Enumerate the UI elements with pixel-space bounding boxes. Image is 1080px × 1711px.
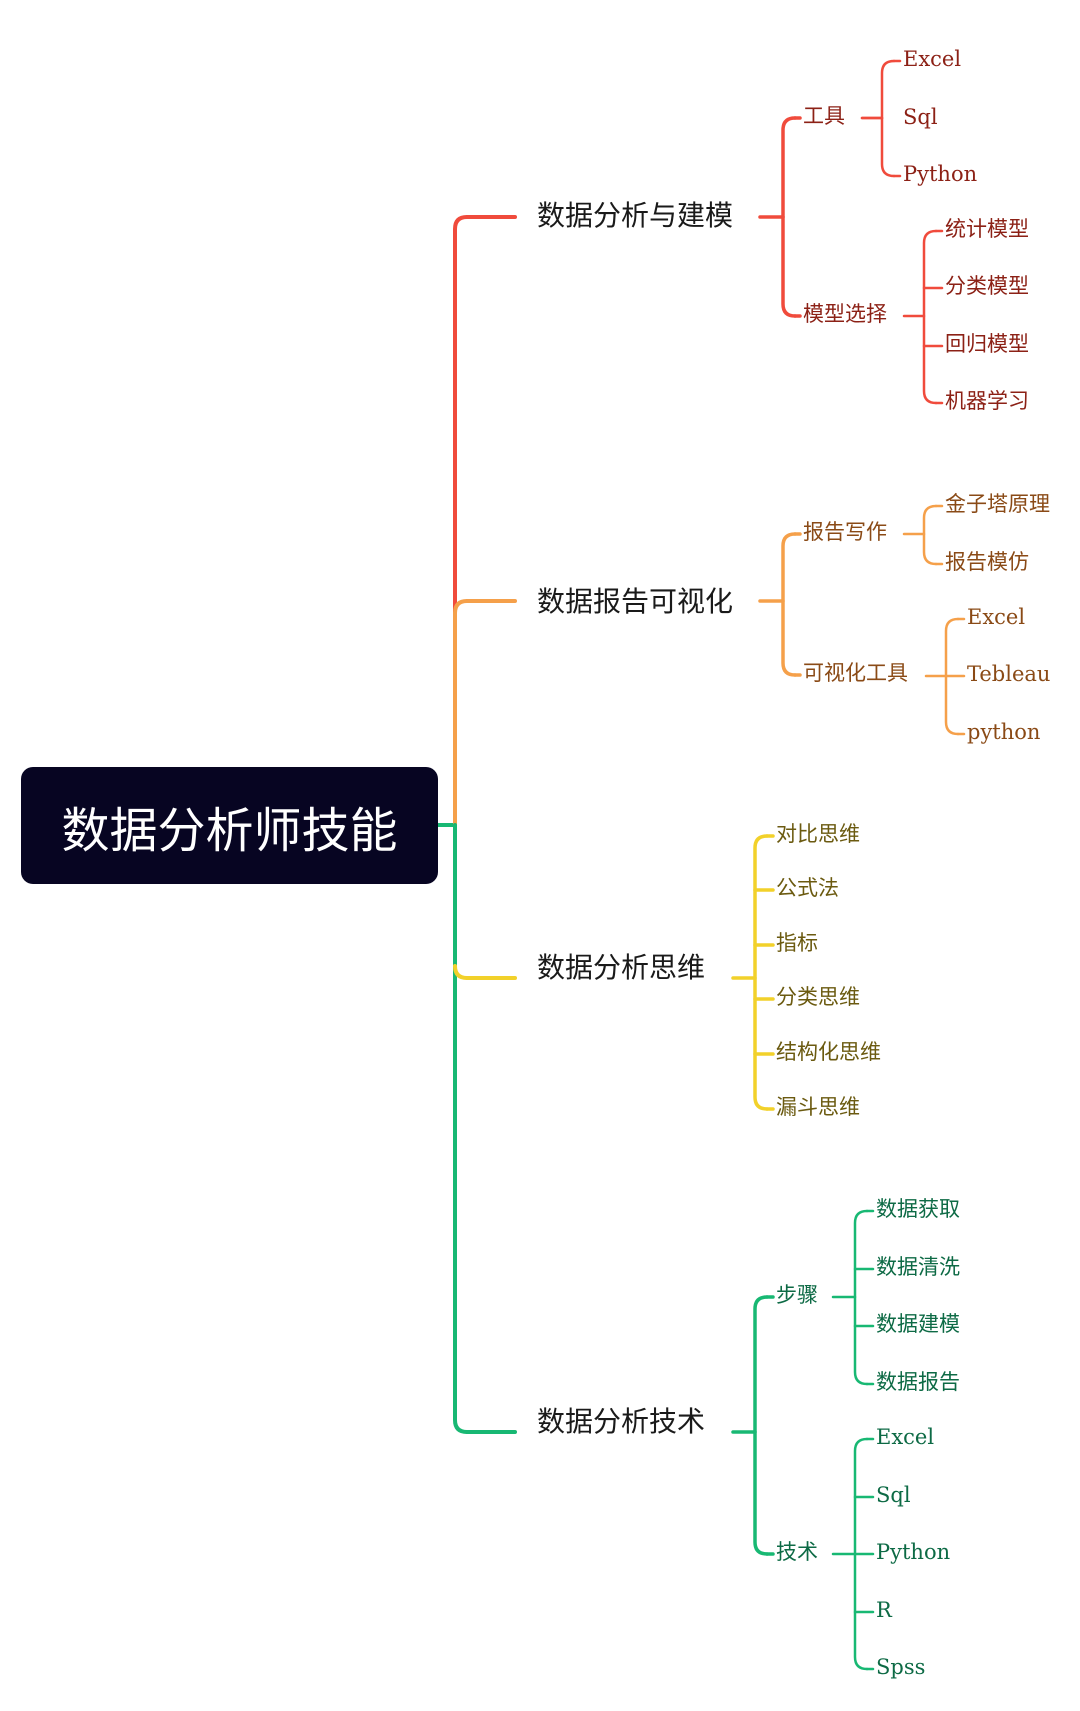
group-technologies[interactable]: 技术 (776, 1540, 818, 1564)
yellow-l2-spine (753, 834, 769, 1111)
leaf-classification-thinking[interactable]: 分类思维 (776, 985, 860, 1009)
leaf-indicator[interactable]: 指标 (776, 931, 818, 955)
group-visualization-tools[interactable]: 可视化工具 (803, 661, 908, 685)
leaf-data-modeling[interactable]: 数据建模 (876, 1312, 960, 1336)
orange-report-l3-spine (922, 504, 938, 566)
leaf-formula-method[interactable]: 公式法 (776, 876, 839, 900)
leaf-comparison-thinking[interactable]: 对比思维 (776, 822, 860, 846)
branch-analysis-thinking[interactable]: 数据分析思维 (537, 951, 706, 984)
leaf-tableau[interactable]: Tebleau (967, 662, 1051, 686)
leaf-r[interactable]: R (876, 1598, 892, 1622)
leaf-python[interactable]: python (967, 720, 1041, 744)
green-l2-spine (753, 1295, 769, 1556)
green-steps-l3-spine (853, 1209, 869, 1386)
trunk-green (453, 823, 469, 1434)
root-label: 数据分析师技能 (61, 802, 398, 859)
leaf-structured-thinking[interactable]: 结构化思维 (776, 1040, 881, 1064)
orange-l2-spine (781, 532, 797, 677)
branch-analysis-technique[interactable]: 数据分析技术 (537, 1405, 706, 1438)
leaf-data-report[interactable]: 数据报告 (876, 1370, 960, 1394)
group-steps[interactable]: 步骤 (776, 1283, 818, 1307)
leaf-pyramid-principle[interactable]: 金子塔原理 (945, 492, 1050, 516)
trunk-yellow-curve (453, 964, 469, 980)
leaf-excel[interactable]: Excel (876, 1425, 935, 1449)
leaf-excel[interactable]: Excel (967, 605, 1026, 629)
red-tools-l3-spine (880, 59, 896, 178)
leaf-machine-learning[interactable]: 机器学习 (945, 389, 1029, 413)
leaf-data-cleaning[interactable]: 数据清洗 (876, 1255, 960, 1279)
leaf-classification-model[interactable]: 分类模型 (945, 274, 1029, 298)
leaf-python[interactable]: Python (876, 1540, 951, 1564)
leaf-statistical-model[interactable]: 统计模型 (945, 217, 1029, 241)
leaf-data-acquisition[interactable]: 数据获取 (876, 1197, 960, 1221)
red-l2-spine (781, 116, 797, 318)
group-model-selection[interactable]: 模型选择 (803, 302, 887, 326)
leaf-report-imitation[interactable]: 报告模仿 (945, 550, 1029, 574)
leaf-python[interactable]: Python (903, 162, 978, 186)
root-node[interactable]: 数据分析师技能 (21, 767, 438, 884)
leaf-regression-model[interactable]: 回归模型 (945, 332, 1029, 356)
branch-report-visualization[interactable]: 数据报告可视化 (537, 585, 734, 618)
leaf-excel[interactable]: Excel (903, 47, 962, 71)
red-model-l3-spine (922, 229, 938, 405)
branch-analysis-modeling[interactable]: 数据分析与建模 (537, 199, 734, 232)
leaf-spss[interactable]: Spss (876, 1655, 926, 1679)
leaf-sql[interactable]: Sql (876, 1483, 911, 1507)
leaf-sql[interactable]: Sql (903, 105, 938, 129)
trunk-orange-curve (453, 599, 469, 615)
group-tools[interactable]: 工具 (803, 104, 845, 128)
trunk-red (453, 215, 469, 615)
leaf-funnel-thinking[interactable]: 漏斗思维 (776, 1095, 860, 1119)
group-report-writing[interactable]: 报告写作 (803, 520, 887, 544)
